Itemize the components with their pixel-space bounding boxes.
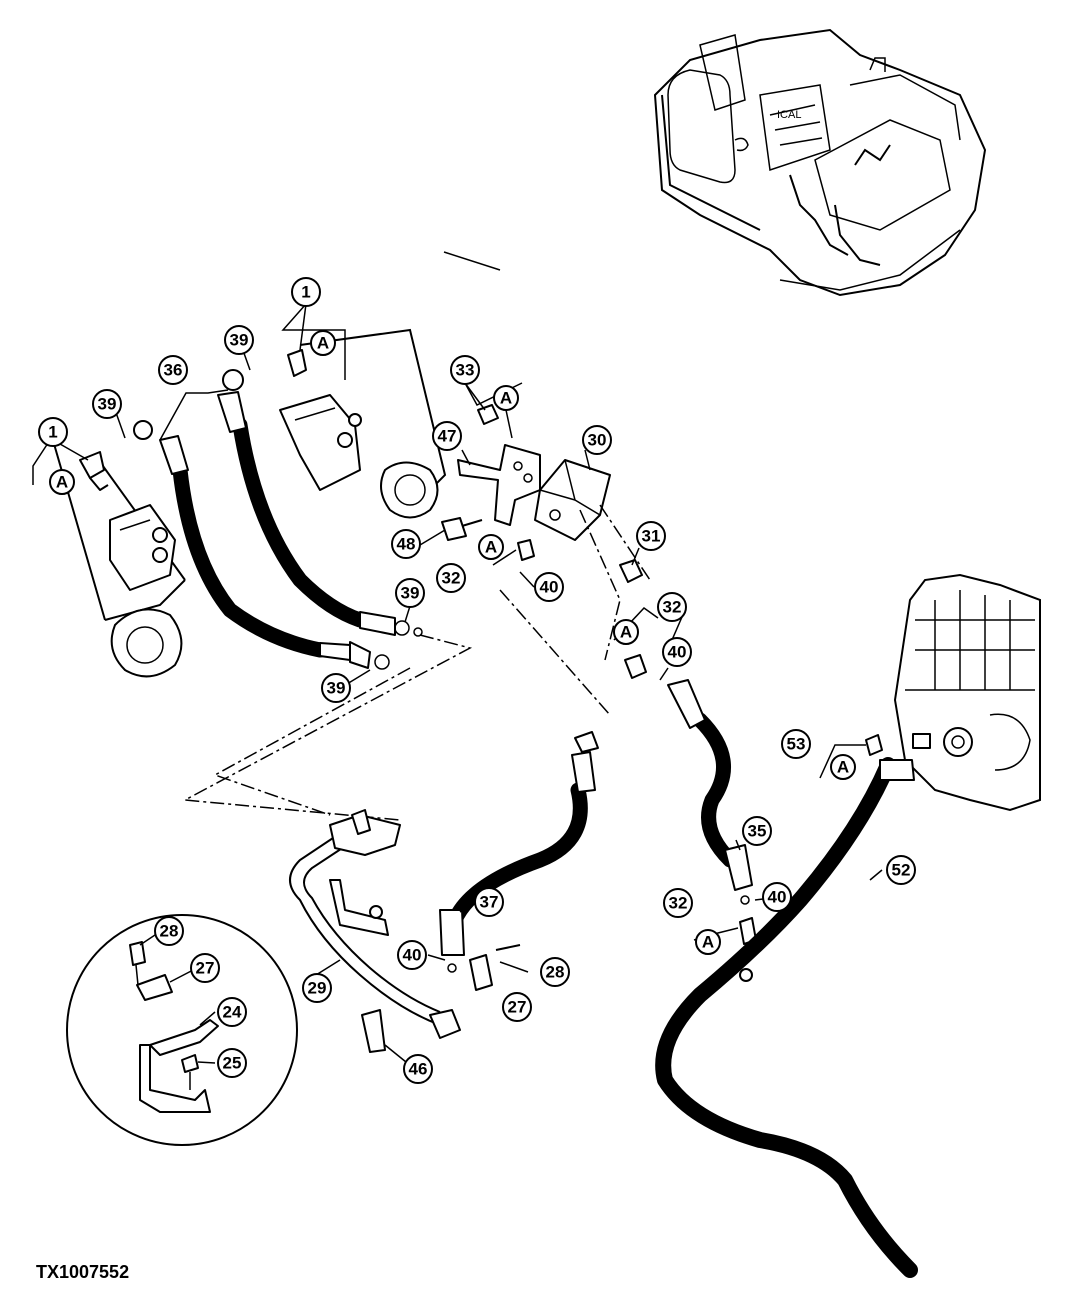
svg-text:32: 32 [669, 894, 688, 913]
svg-text:39: 39 [98, 395, 117, 414]
callout-48: 48 [391, 529, 421, 559]
callout-39: 39 [92, 389, 122, 419]
marker-a: A [695, 929, 721, 955]
svg-text:A: A [702, 933, 714, 952]
svg-text:36: 36 [164, 361, 183, 380]
svg-text:30: 30 [588, 431, 607, 450]
svg-text:32: 32 [663, 598, 682, 617]
svg-text:A: A [500, 389, 512, 408]
bracket-47 [457, 404, 541, 526]
marker-a: A [493, 385, 519, 411]
routing-lines [182, 504, 651, 821]
callout-1: 1 [38, 417, 68, 447]
callout-1: 1 [291, 277, 321, 307]
svg-text:A: A [56, 473, 68, 492]
callout-25: 25 [217, 1048, 247, 1078]
hose-37 [439, 731, 599, 991]
svg-text:28: 28 [160, 922, 179, 941]
callout-39: 39 [321, 673, 351, 703]
callout-32: 32 [657, 592, 687, 622]
excavator-overview: ICAL [653, 28, 987, 297]
callout-40: 40 [534, 572, 564, 602]
tube-29 [289, 809, 461, 1053]
svg-text:53: 53 [787, 735, 806, 754]
callout-29: 29 [302, 973, 332, 1003]
svg-text:40: 40 [668, 643, 687, 662]
svg-text:1: 1 [48, 423, 57, 442]
svg-text:31: 31 [642, 527, 661, 546]
svg-text:A: A [317, 334, 329, 353]
svg-text:A: A [485, 538, 497, 557]
callout-30: 30 [582, 425, 612, 455]
svg-text:29: 29 [308, 979, 327, 998]
svg-text:27: 27 [196, 959, 215, 978]
callout-33: 33 [450, 355, 480, 385]
callout-46: 46 [403, 1054, 433, 1084]
svg-text:40: 40 [540, 578, 559, 597]
svg-text:39: 39 [401, 584, 420, 603]
callout-40: 40 [662, 637, 692, 667]
callout-47: 47 [432, 421, 462, 451]
svg-text:27: 27 [508, 998, 527, 1017]
callout-37: 37 [474, 887, 504, 917]
marker-a: A [310, 330, 336, 356]
right-pilot-valve [279, 328, 447, 519]
detail-view [66, 914, 298, 1146]
svg-text:A: A [620, 623, 632, 642]
hose-35 [667, 679, 757, 945]
machine-label: ICAL [777, 109, 801, 121]
callout-31: 31 [636, 521, 666, 551]
svg-text:24: 24 [223, 1003, 242, 1022]
hose-36 [133, 369, 423, 670]
svg-text:39: 39 [230, 331, 249, 350]
svg-text:1: 1 [301, 283, 310, 302]
svg-text:40: 40 [403, 946, 422, 965]
callout-27: 27 [502, 992, 532, 1022]
svg-text:A: A [837, 758, 849, 777]
svg-text:47: 47 [438, 427, 457, 446]
callout-52: 52 [886, 855, 916, 885]
callout-36: 36 [158, 355, 188, 385]
callout-40: 40 [762, 882, 792, 912]
svg-text:39: 39 [327, 679, 346, 698]
callout-39: 39 [224, 325, 254, 355]
hose-52 [655, 757, 918, 1278]
left-pilot-valve [49, 429, 186, 678]
svg-text:28: 28 [546, 963, 565, 982]
marker-a: A [478, 534, 504, 560]
svg-text:40: 40 [768, 888, 787, 907]
svg-text:46: 46 [409, 1060, 428, 1079]
callout-35: 35 [742, 816, 772, 846]
marker-a: A [830, 754, 856, 780]
callout-40: 40 [397, 940, 427, 970]
marker-a: A [613, 619, 639, 645]
callout-32: 32 [663, 888, 693, 918]
block-30 [441, 459, 647, 679]
callout-28: 28 [154, 916, 184, 946]
control-valve [865, 573, 1041, 812]
svg-text:32: 32 [442, 569, 461, 588]
svg-text:37: 37 [480, 893, 499, 912]
callout-39: 39 [395, 578, 425, 608]
svg-text:25: 25 [223, 1054, 242, 1073]
svg-text:48: 48 [397, 535, 416, 554]
callout-27: 27 [190, 953, 220, 983]
callout-24: 24 [217, 997, 247, 1027]
callout-28: 28 [540, 957, 570, 987]
callout-32: 32 [436, 563, 466, 593]
figure-id: TX1007552 [36, 1262, 130, 1282]
svg-text:35: 35 [748, 822, 767, 841]
svg-text:33: 33 [456, 361, 475, 380]
svg-text:52: 52 [892, 861, 911, 880]
marker-a: A [49, 469, 75, 495]
callout-53: 53 [781, 729, 811, 759]
